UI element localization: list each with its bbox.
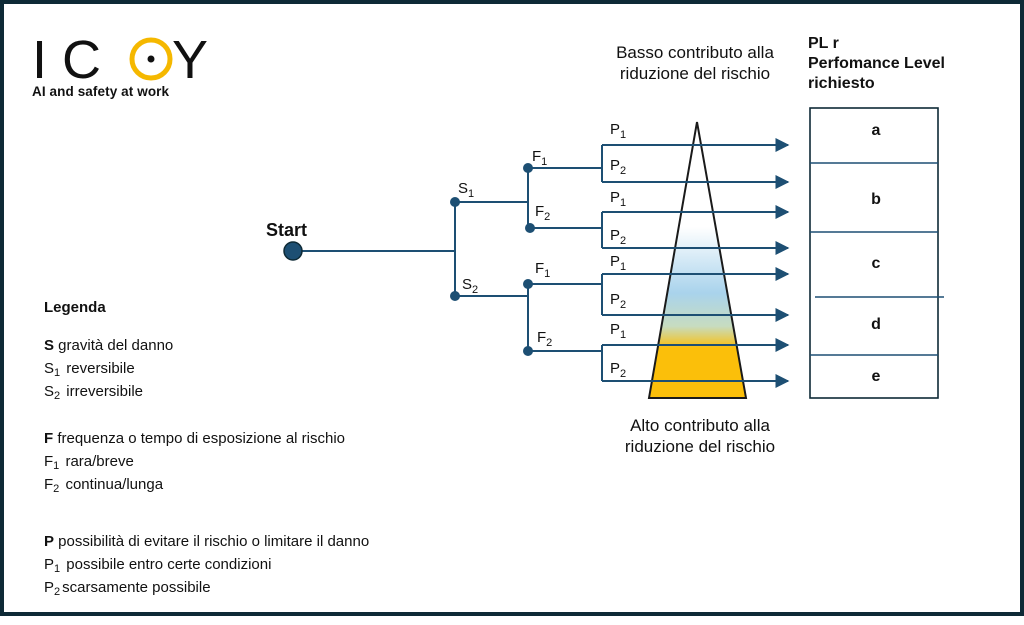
f2-upper-label: F2	[535, 203, 550, 223]
pl-level-a: a	[872, 122, 881, 139]
p-label: P2	[610, 360, 626, 380]
f2-lower-label: F2	[537, 329, 552, 349]
p-label: P1	[610, 321, 626, 341]
logo-letter-i: I	[32, 30, 47, 90]
legend-p-heading: P possibilità di evitare il rischio o li…	[44, 533, 370, 550]
s1-node	[450, 197, 460, 207]
icoy-logo: I C Y	[32, 30, 208, 90]
pl-table	[809, 107, 939, 399]
pl-level-c: c	[872, 255, 881, 272]
f1-lower-node	[523, 279, 533, 289]
s2-label: S2	[462, 276, 478, 296]
f2-upper-node	[525, 223, 535, 233]
logo-o-dot-icon	[147, 55, 155, 63]
pl-level-d: d	[871, 316, 881, 333]
f1-lower-label: F1	[535, 260, 550, 280]
pl-header-line1: PL r	[808, 35, 839, 52]
legend-s2: S2 irreversibile	[44, 383, 143, 402]
caption-high-contribution: Alto contributo alla riduzione del risch…	[624, 416, 776, 456]
logo-o-ring-icon	[129, 37, 173, 81]
caption-low-contribution: Basso contributo alla riduzione del risc…	[616, 43, 774, 83]
pl-header-line3: richiesto	[808, 75, 875, 92]
pl-header: PL r Perfomance Level richiesto	[808, 34, 1008, 94]
start-label: Start	[266, 220, 307, 240]
logo-letter-c: C	[62, 30, 101, 90]
legend-group-s: S gravità del danno S1 reversibile S2 ir…	[44, 336, 464, 405]
p-label: P1	[610, 121, 626, 141]
legend-f-heading: F frequenza o tempo di esposizione al ri…	[44, 430, 346, 447]
legend-f2: F2 continua/lunga	[44, 476, 164, 495]
p-label: P1	[610, 253, 626, 273]
p-label: P2	[610, 227, 626, 247]
f1-upper-node	[523, 163, 533, 173]
p-label: P1	[610, 189, 626, 209]
start-node	[283, 241, 303, 261]
legend-f1: F1 rara/breve	[44, 453, 134, 472]
legend-s1: S1 reversibile	[44, 360, 135, 379]
p-label: P2	[610, 291, 626, 311]
pl-header-line2: Perfomance Level	[808, 55, 945, 72]
s1-label: S1	[458, 180, 474, 200]
f1-upper-label: F1	[532, 148, 547, 168]
pl-level-b: b	[871, 191, 881, 208]
pl-level-e: e	[872, 368, 881, 385]
legend-s-heading: S gravità del danno	[44, 337, 174, 354]
legend-p1: P1 possibile entro certe condizioni	[44, 556, 272, 575]
legend: Legenda S gravità del danno S1 reversibi…	[44, 298, 464, 625]
legend-group-p: P possibilità di evitare il rischio o li…	[44, 532, 464, 601]
legend-group-f: F frequenza o tempo di esposizione al ri…	[44, 429, 464, 498]
risk-reduction-triangle	[647, 121, 748, 399]
s2-node	[450, 291, 460, 301]
p-label: P2	[610, 157, 626, 177]
legend-title: Legenda	[44, 299, 106, 316]
f2-lower-node	[523, 346, 533, 356]
logo-tagline: AI and safety at work	[32, 84, 170, 99]
logo-letter-y: Y	[172, 30, 208, 90]
